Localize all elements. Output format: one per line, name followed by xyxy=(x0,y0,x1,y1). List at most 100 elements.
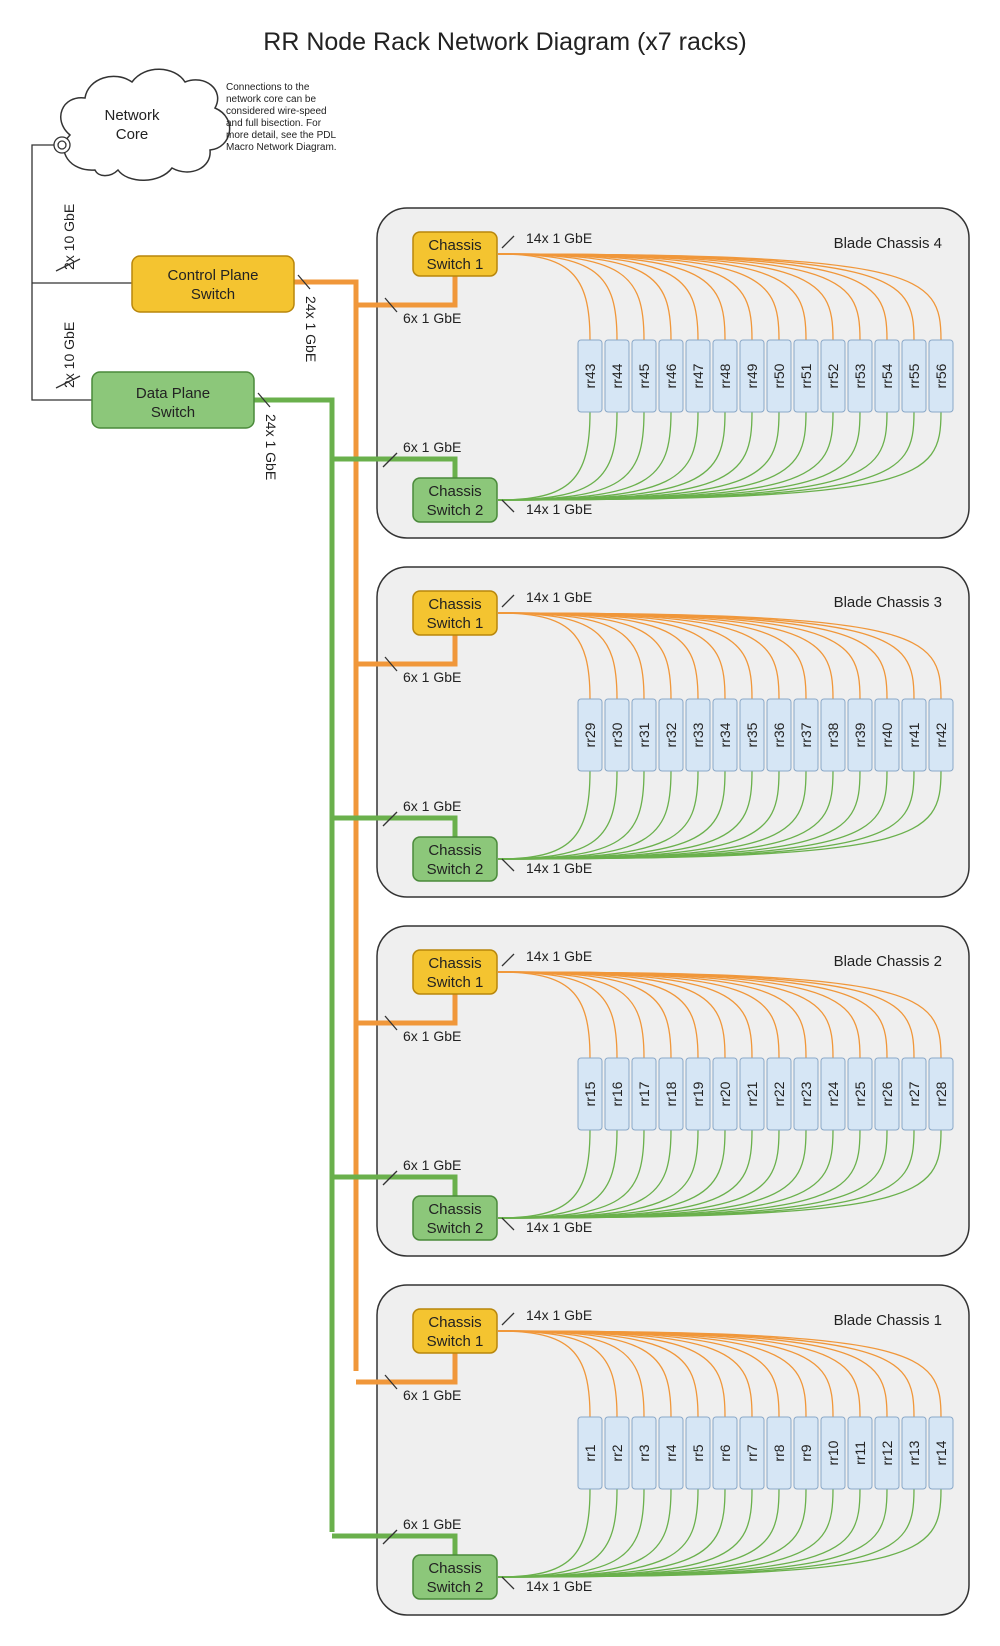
chassis-data-uplink xyxy=(332,1174,458,1202)
blade-node-label: rr29 xyxy=(582,722,598,747)
blade-node: rr1 xyxy=(577,1416,603,1490)
link-tick xyxy=(501,1576,515,1590)
blade-node-label: rr45 xyxy=(636,363,652,388)
blade-node-box xyxy=(712,698,738,772)
blade-node-box xyxy=(793,1416,819,1490)
blade-node-box xyxy=(874,1057,900,1131)
blade-node: rr17 xyxy=(631,1057,657,1131)
blade-node-label: rr19 xyxy=(690,1081,706,1106)
chassis-uplink-bottom-label: 6x 1 GbE xyxy=(403,439,461,455)
blade-node-label: rr4 xyxy=(663,1444,679,1461)
blade-node: rr28 xyxy=(928,1057,954,1131)
blade-node-box xyxy=(847,1057,873,1131)
blade-node: rr8 xyxy=(766,1416,792,1490)
blade-node-label: rr44 xyxy=(609,363,625,388)
blade-node-label: rr13 xyxy=(906,1440,922,1465)
link-tick xyxy=(501,953,515,967)
blade-node: rr32 xyxy=(658,698,684,772)
blade-node: rr21 xyxy=(739,1057,765,1131)
node-link-bottom-label: 14x 1 GbE xyxy=(526,1219,592,1235)
blade-node-label: rr23 xyxy=(798,1081,814,1106)
node-link-bottom xyxy=(497,411,942,501)
blade-node-label: rr1 xyxy=(582,1444,598,1461)
blade-node-box xyxy=(604,1416,630,1490)
blade-node-box xyxy=(928,698,954,772)
chassis-switch-2-label-1: Chassis xyxy=(428,1201,481,1218)
chassis-switch-2-label-2: Switch 2 xyxy=(427,861,484,878)
chassis-switch-1-label-1: Chassis xyxy=(428,237,481,254)
blade-node-label: rr28 xyxy=(933,1081,949,1106)
blade-node-box xyxy=(928,1416,954,1490)
blade-node-label: rr46 xyxy=(663,363,679,388)
blade-node-box xyxy=(847,698,873,772)
blade-node-label: rr34 xyxy=(717,722,733,747)
node-link-top xyxy=(497,1330,942,1418)
blade-node-box xyxy=(577,1416,603,1490)
blade-node-label: rr16 xyxy=(609,1081,625,1106)
blade-node-box xyxy=(712,1416,738,1490)
chassis-control-uplink xyxy=(356,1347,458,1385)
blade-node-label: rr52 xyxy=(825,363,841,388)
link-tick xyxy=(382,452,398,468)
blade-node-box xyxy=(739,1416,765,1490)
core-note: Connections to the network core can be c… xyxy=(226,82,337,153)
blade-node-label: rr6 xyxy=(717,1444,733,1461)
chassis-switch-1-label-2: Switch 1 xyxy=(427,974,484,991)
blade-node-box xyxy=(685,1416,711,1490)
control-switch-label-2: Switch xyxy=(191,286,235,303)
blade-node: rr4 xyxy=(658,1416,684,1490)
blade-node-box xyxy=(631,1416,657,1490)
blade-node: rr7 xyxy=(739,1416,765,1490)
node-link-bottom-label: 14x 1 GbE xyxy=(526,501,592,517)
blade-node: rr52 xyxy=(820,339,846,413)
blade-node-box xyxy=(766,698,792,772)
core-note-line: considered wire-speed xyxy=(226,106,327,117)
blade-node-label: rr38 xyxy=(825,722,841,747)
blade-node-box xyxy=(928,339,954,413)
blade-node: rr22 xyxy=(766,1057,792,1131)
chassis-switch-1-label-2: Switch 1 xyxy=(427,615,484,632)
chassis-switch-1-label-2: Switch 1 xyxy=(427,256,484,273)
chassis-data-uplink xyxy=(332,456,458,484)
blade-node-label: rr31 xyxy=(636,722,652,747)
blade-node: rr26 xyxy=(874,1057,900,1131)
blade-node: rr23 xyxy=(793,1057,819,1131)
blade-node-label: rr53 xyxy=(852,363,868,388)
blade-node: rr37 xyxy=(793,698,819,772)
core-note-line: Macro Network Diagram. xyxy=(226,142,337,153)
link-tick xyxy=(501,1217,515,1231)
blade-node-box xyxy=(604,698,630,772)
link-tick xyxy=(501,499,515,513)
node-link-top xyxy=(497,612,942,700)
chassis-switch-1-label-2: Switch 1 xyxy=(427,1333,484,1350)
blade-node-label: rr20 xyxy=(717,1081,733,1106)
blade-node: rr16 xyxy=(604,1057,630,1131)
link-tick xyxy=(384,1374,398,1390)
network-core-label-2: Core xyxy=(116,126,149,143)
blade-node: rr33 xyxy=(685,698,711,772)
blade-node-label: rr5 xyxy=(690,1444,706,1461)
node-link-top-label: 14x 1 GbE xyxy=(526,230,592,246)
chassis-control-uplink xyxy=(356,270,458,308)
blade-node-label: rr50 xyxy=(771,363,787,388)
blade-node: rr55 xyxy=(901,339,927,413)
blade-node: rr15 xyxy=(577,1057,603,1131)
data-plane-trunk xyxy=(254,397,335,1532)
blade-node-label: rr39 xyxy=(852,722,868,747)
blade-node: rr19 xyxy=(685,1057,711,1131)
link-tick xyxy=(382,1529,398,1545)
blade-node: rr31 xyxy=(631,698,657,772)
blade-node-box xyxy=(577,339,603,413)
blade-node-box xyxy=(928,1057,954,1131)
data-plane-switch: Data Plane Switch xyxy=(91,371,255,429)
blade-node-label: rr21 xyxy=(744,1081,760,1106)
connector-icon xyxy=(53,136,71,154)
blade-node-label: rr15 xyxy=(582,1081,598,1106)
chassis-uplink-bottom-label: 6x 1 GbE xyxy=(403,798,461,814)
blade-node: rr13 xyxy=(901,1416,927,1490)
node-link-bottom-label: 14x 1 GbE xyxy=(526,1578,592,1594)
